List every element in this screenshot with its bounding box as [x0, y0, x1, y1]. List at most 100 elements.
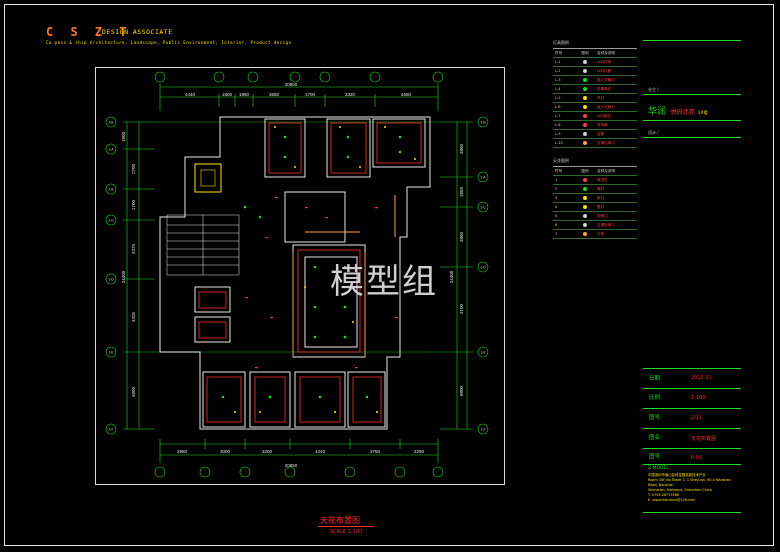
plan-title-underline	[318, 526, 374, 527]
plan-border	[95, 67, 505, 485]
dimension-text: 20850 20850 4440 1800 1950 3650 1700 332…	[121, 82, 464, 468]
legend-symbol-icon	[583, 178, 587, 182]
legend-symbol-icon	[583, 214, 587, 218]
drawing-no-value: 2/11	[691, 415, 703, 421]
scale-label: 比例:	[649, 395, 662, 401]
dim-left-1: 1800	[121, 131, 126, 142]
dim-left-4: 4375	[131, 243, 136, 254]
date-label: 日期:	[649, 376, 662, 382]
brand-tagline: Ca pass & ship Architecture, Landscape, …	[46, 40, 292, 45]
legend-symbol-icon	[583, 196, 587, 200]
svg-text:1-C: 1-C	[108, 219, 114, 223]
dim-left-3: 1700	[131, 199, 136, 210]
right-dimension-lines	[440, 121, 473, 430]
legend-symbol-icon	[583, 141, 587, 145]
left-dimension-lines	[123, 121, 155, 430]
dim-top-1: 4440	[185, 92, 196, 97]
legend-symbol-icon	[583, 87, 587, 91]
title-block: 业主 / 华润 ·悦府北苑 1#楼 设计 / 日期: 2015.01 比例: 1…	[643, 40, 741, 513]
legend-symbol-icon	[583, 96, 587, 100]
legend-symbol-icon	[583, 105, 587, 109]
legend-symbol-icon	[583, 114, 587, 118]
axis-grid-lines	[155, 121, 440, 353]
spot-lights	[234, 126, 416, 413]
ceiling-plan-drawing: 20850 20850 4440 1800 1950 3650 1700 332…	[105, 71, 489, 478]
brand-logo: C S Z T	[46, 25, 132, 39]
designer-label: 设计 /	[648, 130, 659, 135]
svg-text:1-B: 1-B	[109, 121, 114, 125]
dim-right-4: 3100	[459, 303, 464, 314]
dim-bottom-overall: 20850	[285, 463, 298, 468]
ceiling-outlines	[198, 122, 422, 423]
dim-bottom-2: 3000	[220, 449, 231, 454]
axis-bubbles	[105, 71, 489, 478]
legend-header-row: 符号 图例 名称及说明	[553, 167, 637, 176]
svg-text:1-D: 1-D	[480, 266, 486, 270]
dim-top-6: 3320	[345, 92, 356, 97]
dim-right-2: 1850	[459, 186, 464, 197]
bottom-dimension-lines	[159, 439, 439, 463]
dim-right-overall: 24400	[449, 270, 454, 283]
dim-left-overall: 24400	[121, 270, 126, 283]
company-name: Z-MODEL	[648, 466, 669, 471]
date-value: 2015.01	[691, 375, 712, 381]
owner-label: 业主 /	[648, 87, 659, 92]
svg-text:1-D: 1-D	[108, 278, 114, 282]
legend-symbol-icon	[583, 60, 587, 64]
dim-right-1: 3800	[459, 143, 464, 154]
svg-text:1-E: 1-E	[481, 351, 486, 355]
scale-value: 1:100	[691, 395, 706, 401]
svg-text:1-C: 1-C	[480, 206, 486, 210]
legend-symbol-icon	[583, 205, 587, 209]
sheet-value: P-03	[691, 455, 703, 461]
legend-symbol-icon	[583, 123, 587, 127]
dim-left-5: 4325	[131, 311, 136, 322]
dim-bottom-4: 4440	[315, 449, 326, 454]
legend-heading-ceiling: 天花图例	[553, 158, 569, 163]
drawing-frame	[4, 4, 774, 546]
svg-text:1-F: 1-F	[481, 428, 486, 432]
brand-subtitle: DESIGN ASSOCIATE	[102, 28, 173, 36]
legend-header-row: 符号 图例 名称及说明	[553, 49, 637, 58]
elevator-shaft	[194, 163, 222, 193]
dim-top-3: 1950	[239, 92, 250, 97]
plan-scale: SCALE 1:100	[330, 529, 363, 535]
drawing-no-label: 图号:	[649, 415, 662, 421]
light-fixtures	[221, 135, 402, 399]
svg-text:1-B: 1-B	[109, 188, 114, 192]
dim-right-5: 6800	[459, 385, 464, 396]
dim-top-5: 1700	[305, 92, 316, 97]
watermark: 模型组	[330, 262, 438, 302]
dim-left-2: 2700	[131, 163, 136, 174]
dim-bottom-5: 3750	[370, 449, 381, 454]
plan-title: 天花布置图	[320, 516, 360, 525]
project-name: 华润 ·悦府北苑 1#楼	[648, 107, 708, 117]
dim-right-3: 3800	[459, 231, 464, 242]
dim-bottom-6: 2290	[414, 449, 425, 454]
svg-text:1-E: 1-E	[109, 351, 114, 355]
svg-text:1-B: 1-B	[481, 121, 486, 125]
led-strips	[292, 195, 396, 357]
legend-symbol-icon	[583, 78, 587, 82]
drawing-name-value: 天花布置图	[691, 436, 717, 442]
top-dimension-lines	[159, 83, 439, 111]
dim-top-2: 1800	[222, 92, 233, 97]
staircase	[166, 214, 240, 276]
legend-symbol-icon	[583, 69, 587, 73]
